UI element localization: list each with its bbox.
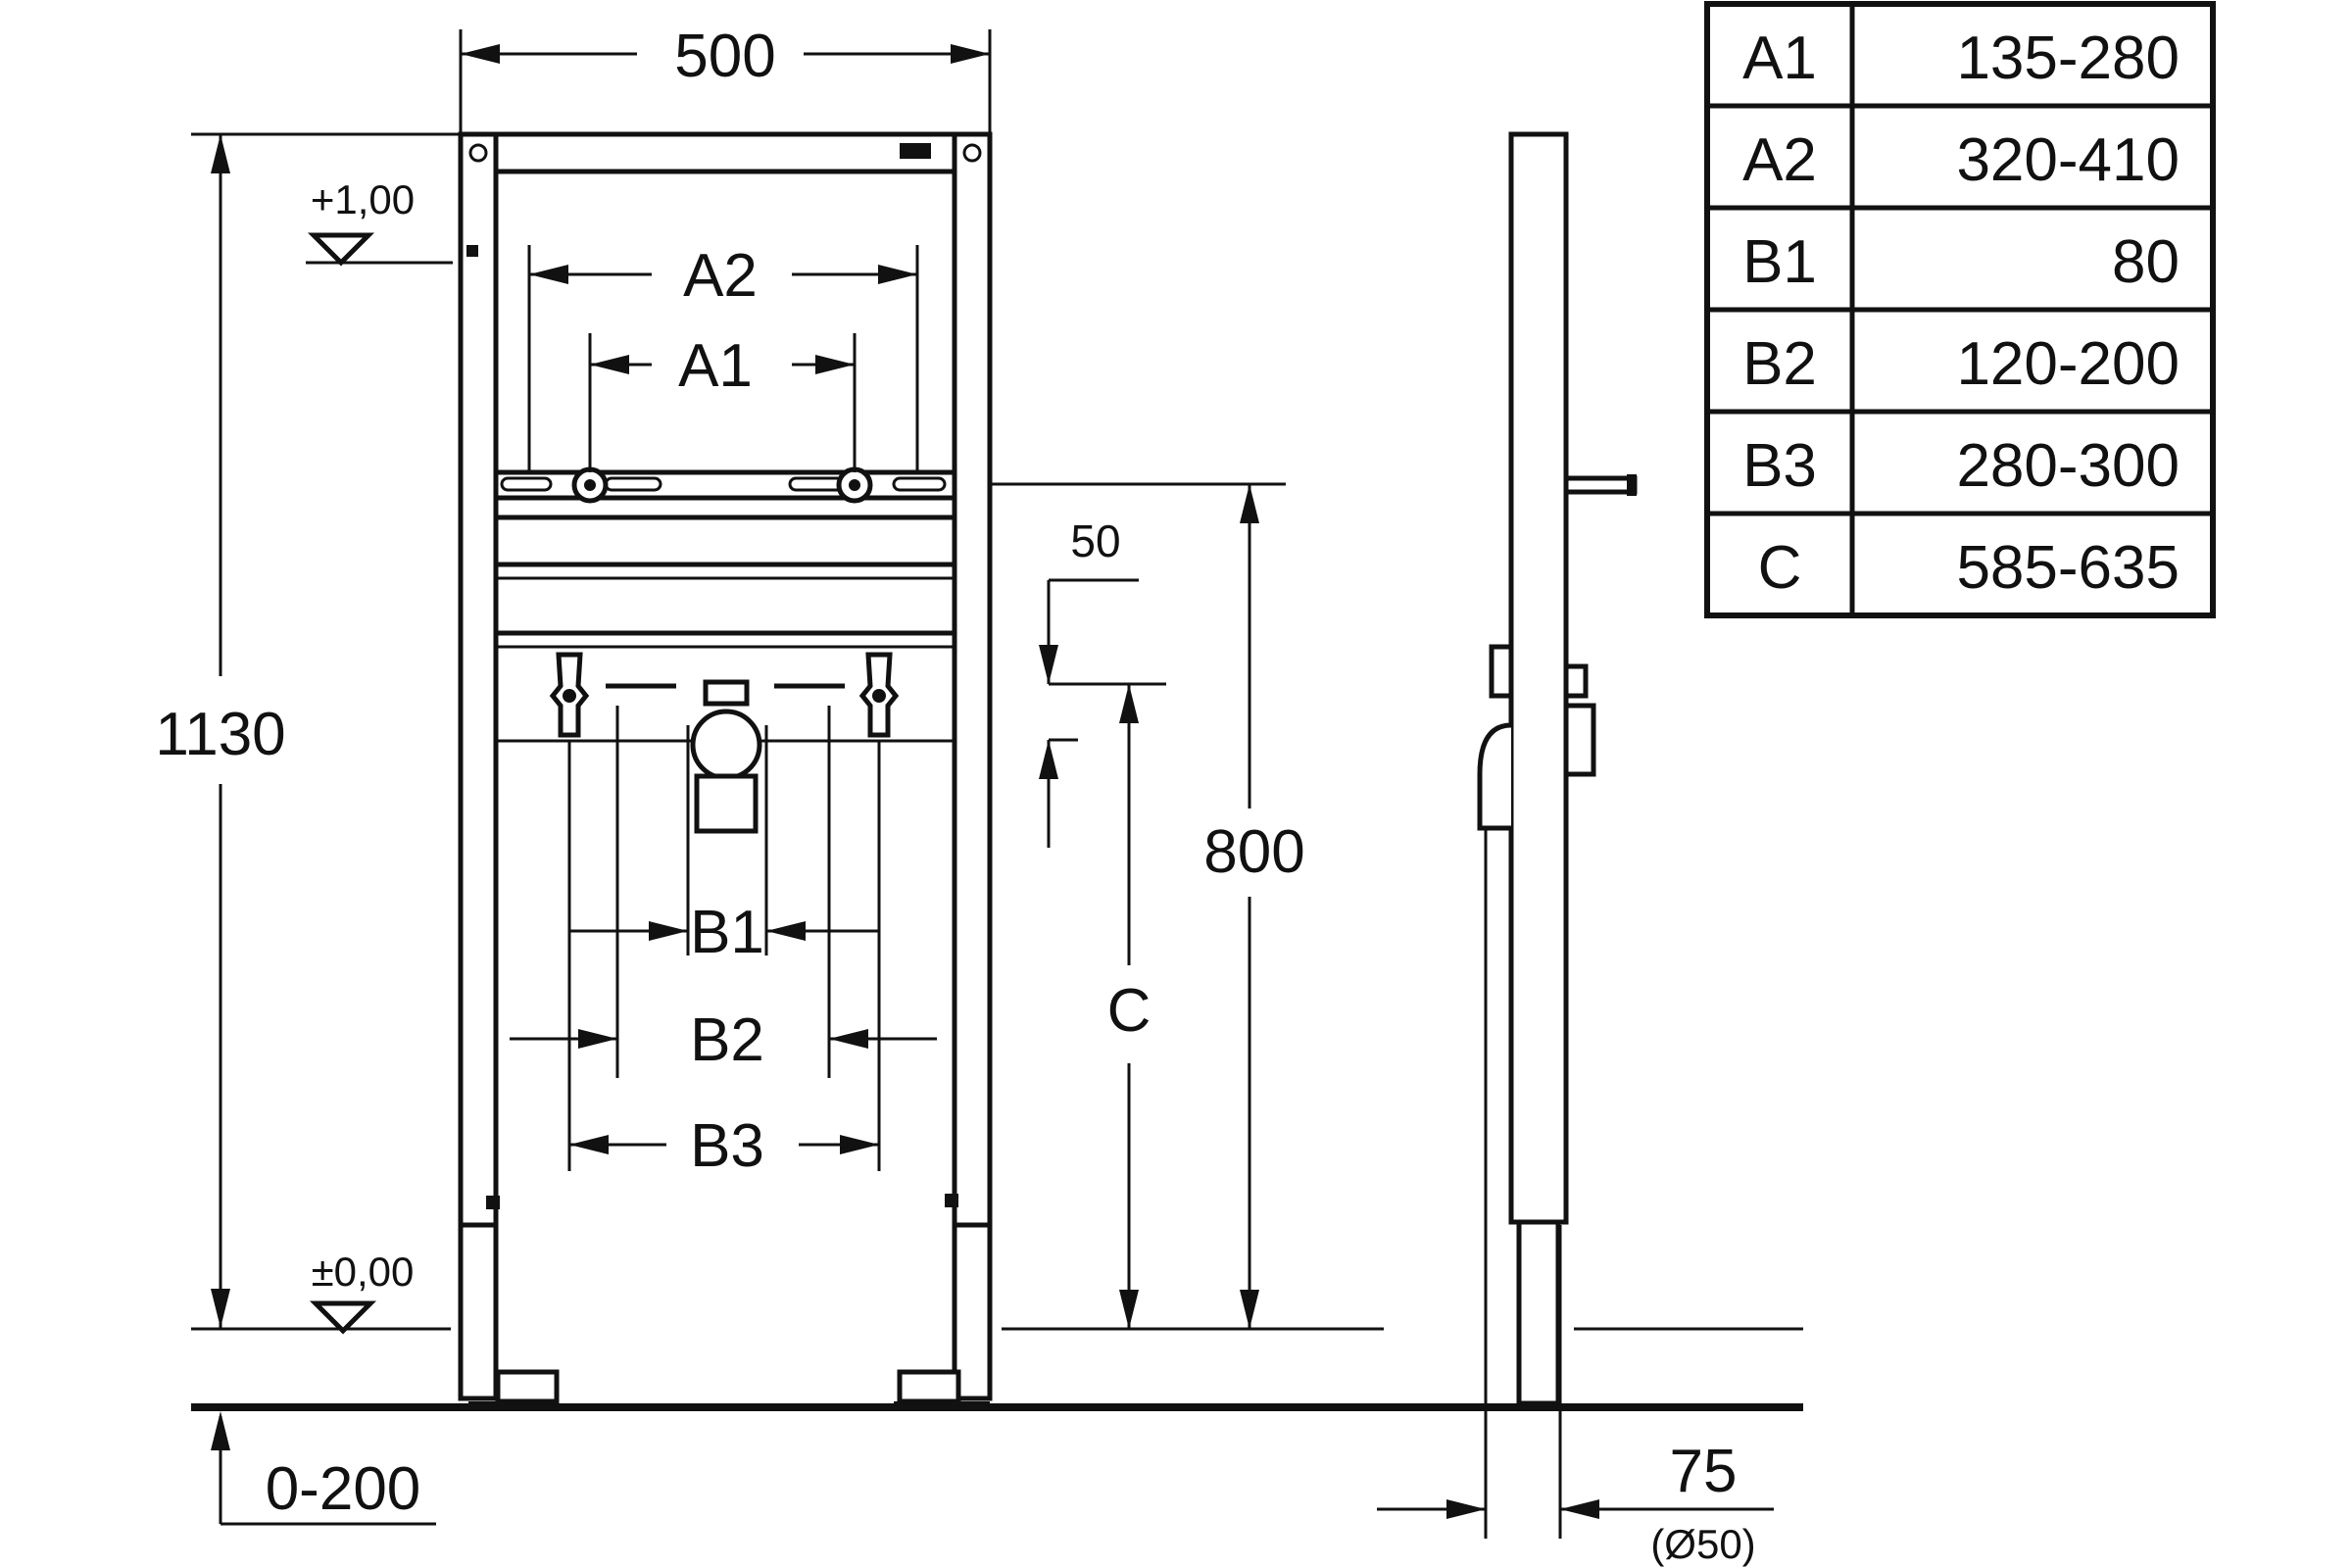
table-key: B3 (1742, 432, 1817, 500)
front-frame (458, 131, 993, 1401)
b2-dimension: B2 (510, 1006, 937, 1074)
floor-adjust-dimension: 0-200 (211, 1411, 436, 1526)
side-view (1477, 131, 1638, 1539)
front-feet (468, 1369, 990, 1409)
height-dimension: 1130 (155, 132, 461, 1328)
table-key: A2 (1742, 126, 1817, 194)
level-top-label: +1,00 (311, 176, 415, 222)
table-value: 585-635 (1956, 534, 2180, 602)
middle-rails (496, 514, 955, 636)
a2-dimension: A2 (529, 242, 917, 310)
table-value: 320-410 (1956, 126, 2180, 194)
depth-dimension: 75 (Ø50) (1377, 1438, 1774, 1567)
b3-label: B3 (690, 1112, 764, 1180)
a2-label: A2 (683, 242, 758, 310)
d800-dimension: 800 (990, 482, 1305, 1329)
b1-label: B1 (690, 899, 764, 966)
height-label: 1130 (155, 701, 285, 768)
depth-label: 75 (1670, 1438, 1738, 1505)
drain-connection (690, 709, 762, 781)
d50-dimension: 50 (1039, 515, 1166, 848)
table-value: 80 (2112, 228, 2180, 296)
c-label: C (1107, 977, 1152, 1045)
b3-dimension: B3 (569, 1112, 879, 1180)
level-floor-label: ±0,00 (312, 1249, 415, 1295)
d800-label: 800 (1203, 818, 1304, 886)
table-value: 135-280 (1956, 24, 2180, 92)
level-floor: ±0,00 (191, 1249, 1803, 1335)
b2-label: B2 (690, 1006, 764, 1074)
dimension-table: A1 135-280 A2 320-410 B1 80 B2 120-200 B… (1704, 1, 2216, 618)
valve-plate (494, 645, 956, 834)
extension-lines (527, 245, 919, 1171)
table-key: B2 (1742, 330, 1817, 398)
d50-label: 50 (1070, 515, 1120, 566)
level-top: +1,00 (306, 176, 453, 267)
table-value: 120-200 (1956, 330, 2180, 398)
table-key: A1 (1742, 24, 1817, 92)
table-key: C (1758, 534, 1802, 602)
floor-adjust-label: 0-200 (266, 1455, 421, 1523)
c-dimension: C (1078, 682, 1166, 1329)
width-dimension: 500 (459, 23, 992, 132)
pipe-label: (Ø50) (1650, 1521, 1755, 1567)
a1-dimension: A1 (590, 332, 855, 400)
width-label: 500 (674, 23, 775, 90)
table-key: B1 (1742, 228, 1817, 296)
upper-rail (493, 466, 957, 504)
table-value: 280-300 (1956, 432, 2180, 500)
b1-dimension: B1 (569, 899, 879, 966)
a1-label: A1 (678, 332, 753, 400)
